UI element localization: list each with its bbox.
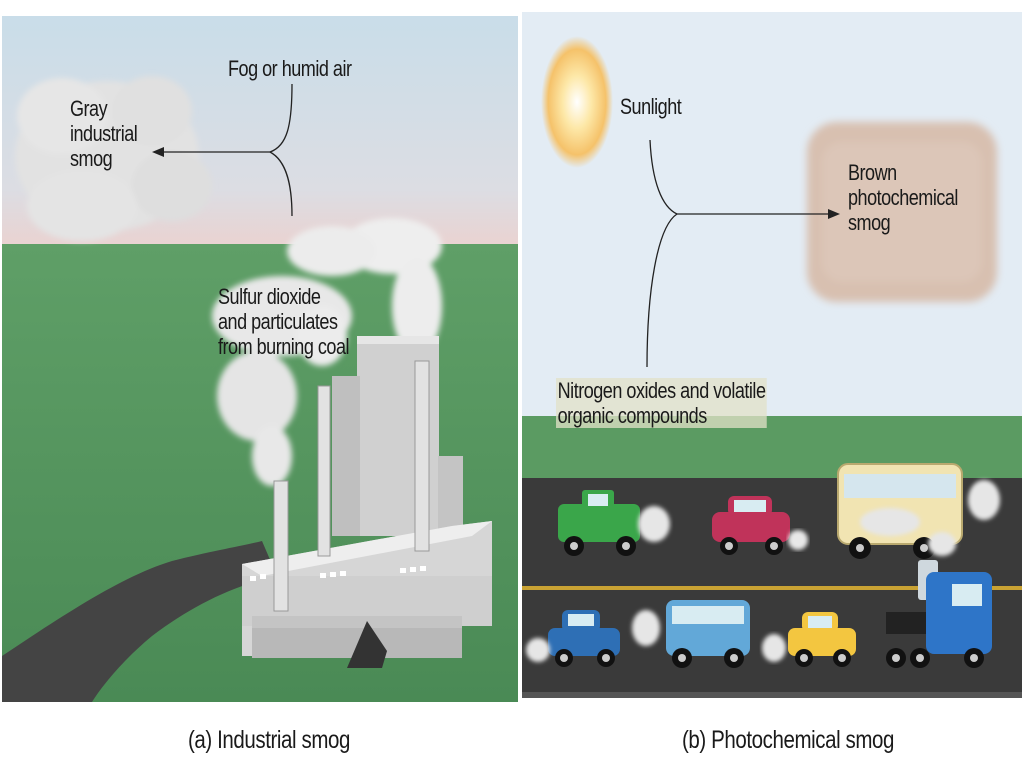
panel-industrial-smog: Fog or humid air Gray industrial smog Su… [2, 16, 518, 702]
arrowhead-gray-smog [152, 147, 164, 157]
industrial-scene [2, 16, 518, 702]
sun [541, 36, 613, 168]
exhaust-puff [638, 506, 670, 542]
factory [242, 336, 492, 668]
yellow-taxi [788, 612, 856, 667]
sunlight-connector [649, 139, 678, 215]
arrowhead-brown-smog [828, 209, 840, 219]
label-sunlight: Sunlight [620, 94, 682, 119]
label-fog-humid-air: Fog or humid air [228, 56, 352, 81]
red-sedan [712, 496, 790, 555]
fog-connector-upper [269, 83, 293, 153]
fog-connector-lower [269, 151, 293, 217]
panel-photochemical-smog: Sunlight Brown photochemical smog Nitrog… [522, 12, 1022, 698]
gray-smog-cloud [15, 76, 212, 241]
semi-truck [886, 560, 992, 668]
exhaust-puff [526, 610, 660, 662]
label-gray-industrial-smog: Gray industrial smog [70, 96, 138, 171]
brown-smog-cloud [807, 122, 997, 302]
nitrogen-connector [646, 213, 678, 368]
photochemical-scene [522, 12, 1022, 698]
blue-station-wagon [666, 600, 750, 668]
caption-photochemical-smog: (b) Photochemical smog [682, 726, 895, 754]
exhaust-puff [762, 634, 786, 662]
lane-line [522, 586, 1022, 590]
label-nitrogen-oxides: Nitrogen oxides and volatile organic com… [556, 378, 768, 428]
road [2, 541, 277, 702]
green-pickup-truck [558, 490, 640, 556]
caption-industrial-smog: (a) Industrial smog [188, 726, 350, 754]
label-brown-photochemical-smog: Brown photochemical smog [848, 160, 958, 235]
exhaust-puff [788, 530, 808, 550]
smoke-plume [212, 218, 442, 486]
blue-compact-car [548, 610, 620, 667]
label-sulfur-dioxide: Sulfur dioxide and particulates from bur… [218, 284, 350, 359]
exhaust-puff [860, 480, 1000, 556]
